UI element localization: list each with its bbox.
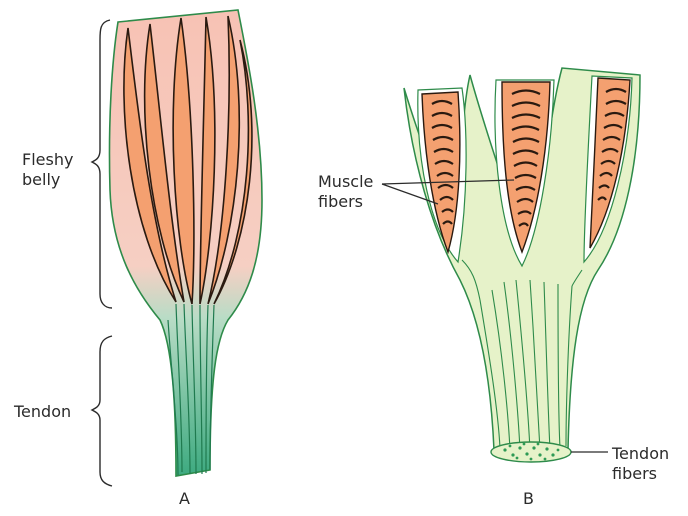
panel-a: [92, 10, 262, 486]
caption-a: A: [179, 489, 190, 508]
muscle-fibers-label: Muscle fibers: [318, 172, 373, 212]
tendon-brace: [92, 336, 112, 486]
tendon-fibers-label: Tendon fibers: [612, 444, 669, 484]
panel-b-muscle-fibers: [422, 78, 630, 252]
caption-b: B: [523, 489, 534, 508]
panel-b: [382, 68, 640, 462]
tendon-cross-section: [491, 442, 571, 462]
fleshy-belly-label: Fleshy belly: [22, 150, 73, 190]
tendon-label: Tendon: [14, 402, 71, 422]
